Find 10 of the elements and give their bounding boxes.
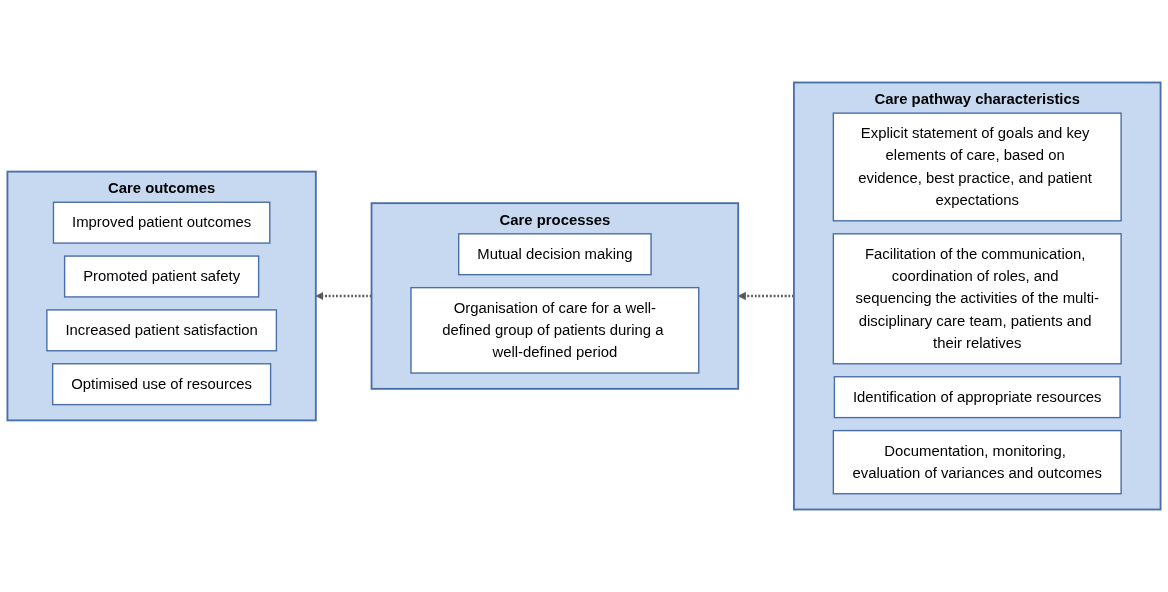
node-box: Improved patient outcomes <box>52 201 271 244</box>
node-box: Organisation of care for a well-defined group of patients during a well-defined period <box>410 286 700 374</box>
node-box: Promoted patient safety <box>63 255 260 298</box>
node-box: Facilitation of the communication, coordination of roles, and sequencing the activities of the multi-disciplinary care team, patients and their relatives <box>832 233 1122 365</box>
node-box: Documentation, monitoring, evaluation of variances and outcomes <box>832 429 1122 495</box>
node-box: Optimised use of resources <box>51 363 272 406</box>
node-box: Mutual decision making <box>458 233 652 276</box>
node-box: Identification of appropriate resources <box>833 376 1121 419</box>
node-box: Increased patient satisfaction <box>46 309 278 352</box>
node-box: Explicit statement of goals and key elements of care, based on evidence, best practice, and patient expectations <box>832 112 1122 222</box>
